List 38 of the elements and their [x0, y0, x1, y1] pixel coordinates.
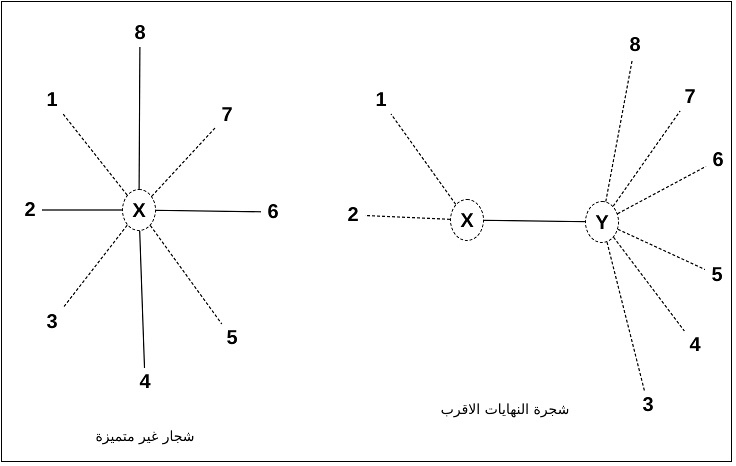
- line: [364, 214, 450, 220]
- leaf-number: 4: [683, 331, 707, 359]
- leaf-number: 2: [18, 196, 42, 224]
- line: [606, 242, 646, 392]
- line: [612, 110, 681, 207]
- line: [484, 220, 585, 222]
- line: [42, 209, 122, 211]
- leaf-number: 1: [369, 86, 393, 114]
- line: [139, 230, 146, 368]
- line: [62, 114, 128, 196]
- line: [618, 228, 706, 270]
- line: [613, 236, 685, 332]
- leaf-number: 5: [220, 324, 244, 352]
- line: [617, 166, 706, 214]
- leaf-number: 6: [706, 146, 730, 174]
- node-circle: Y: [585, 201, 619, 243]
- line: [62, 224, 128, 308]
- caption: شجرة النهايات الاقرب: [440, 402, 570, 418]
- line: [150, 225, 222, 324]
- leaf-number: 8: [128, 19, 152, 47]
- line: [605, 58, 633, 202]
- leaf-number: 6: [261, 198, 285, 226]
- leaf-number: 8: [623, 31, 647, 59]
- line: [151, 128, 216, 197]
- caption: شجار غير متميزة: [95, 429, 195, 445]
- leaf-number: 2: [341, 201, 365, 229]
- leaf-number: 3: [40, 308, 64, 336]
- node-circle: X: [450, 199, 484, 241]
- node-circle: X: [122, 189, 156, 231]
- line: [390, 114, 456, 205]
- leaf-number: 7: [215, 101, 239, 129]
- leaf-number: 3: [636, 391, 660, 419]
- line: [138, 47, 140, 189]
- leaf-number: 1: [40, 86, 64, 114]
- line: [156, 210, 261, 212]
- leaf-number: 7: [678, 83, 702, 111]
- leaf-number: 4: [133, 368, 157, 396]
- leaf-number: 5: [705, 261, 729, 289]
